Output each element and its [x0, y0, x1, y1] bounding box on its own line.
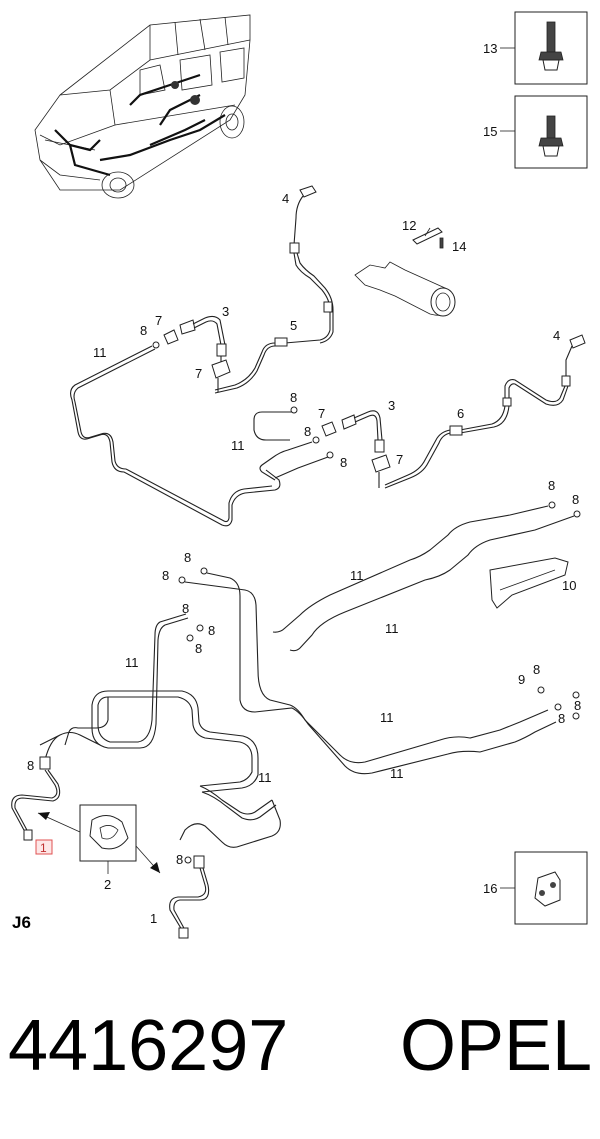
pipes-11-long: [178, 501, 581, 775]
callout-8b: 8: [290, 390, 297, 405]
callout-8d: 8: [340, 455, 347, 470]
callout-8k: 8: [574, 698, 581, 713]
callout-8m: 8: [208, 623, 215, 638]
callout-7a: 7: [155, 313, 162, 328]
callout-16: 16: [483, 881, 497, 896]
callout-11f: 11: [390, 766, 404, 781]
callout-10: 10: [562, 578, 576, 593]
pipes-11-lower-left: [39, 613, 281, 848]
callout-15: 15: [483, 124, 497, 139]
callout-1: 1: [150, 911, 157, 926]
pipe-4-6-right: [384, 334, 586, 489]
callout-4: 4: [282, 191, 289, 206]
callout-8e: 8: [548, 478, 555, 493]
hose-1-right: [169, 855, 210, 939]
mid-cluster: [253, 406, 391, 488]
callout-8o: 8: [27, 758, 34, 773]
callout-8a: 8: [140, 323, 147, 338]
part-13-box: [500, 11, 588, 85]
part-12-14: [354, 227, 456, 317]
part-15-box: [500, 95, 588, 169]
hose-1-left: [11, 756, 61, 855]
callout-8l: 8: [182, 601, 189, 616]
callout-8i: 8: [533, 662, 540, 677]
callout-6: 6: [457, 406, 464, 421]
callout-11h: 11: [258, 770, 272, 785]
part-number: 4416297: [8, 1006, 288, 1086]
callout-11d: 11: [385, 621, 399, 636]
diagram-code: J6: [12, 913, 31, 932]
callout-8g: 8: [184, 550, 191, 565]
callout-1-highlight: 1: [40, 841, 47, 855]
callout-3b: 3: [388, 398, 395, 413]
callout-11c: 11: [350, 568, 364, 583]
callout-8c: 8: [304, 424, 311, 439]
callout-5: 5: [290, 318, 297, 333]
callout-8f: 8: [572, 492, 579, 507]
pipe-4-5: [214, 185, 334, 394]
callout-11a: 11: [93, 345, 107, 360]
callout-3a: 3: [222, 304, 229, 319]
brand-name: OPEL: [400, 1006, 592, 1086]
callout-2: 2: [104, 877, 111, 892]
callout-8n: 8: [195, 641, 202, 656]
callout-7b: 7: [195, 366, 202, 381]
callout-9: 9: [518, 672, 525, 687]
callout-11e: 11: [380, 710, 394, 725]
clip-part-2: [37, 804, 161, 874]
hose-3-left: [163, 315, 231, 392]
callout-12: 12: [402, 218, 416, 233]
callout-11g: 11: [125, 655, 139, 670]
callout-8j: 8: [558, 711, 565, 726]
pipe-11-upper: [69, 341, 281, 527]
callout-11b: 11: [231, 438, 245, 453]
callout-8h: 8: [162, 568, 169, 583]
part-16-box: [500, 851, 588, 925]
callout-13: 13: [483, 41, 497, 56]
callout-14: 14: [452, 239, 466, 254]
van-illustration: [34, 14, 251, 199]
callout-7d: 7: [396, 452, 403, 467]
callout-7c: 7: [318, 406, 325, 421]
callout-8p: 8: [176, 852, 183, 867]
callout-4b: 4: [553, 328, 560, 343]
